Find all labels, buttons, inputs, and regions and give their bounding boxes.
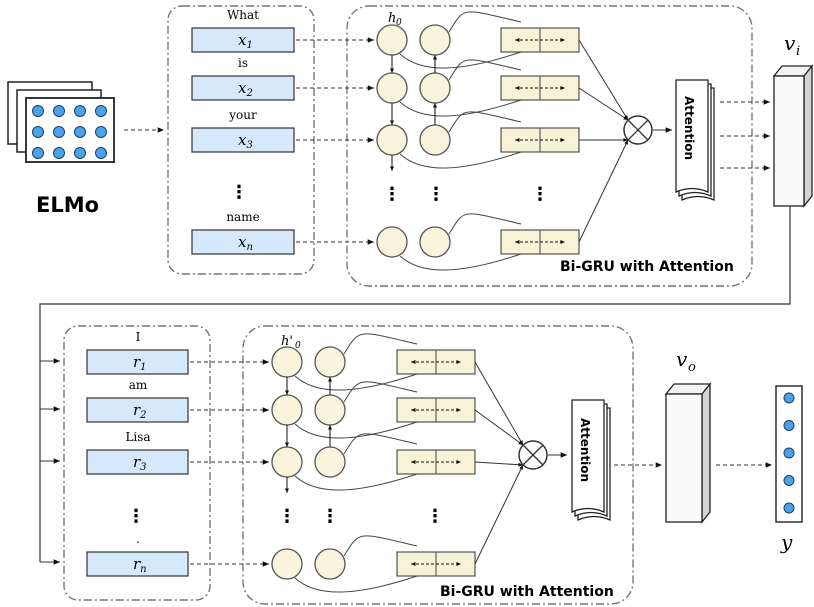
question-attention-label: Attention — [682, 96, 696, 160]
prediction-vector — [775, 385, 803, 523]
prediction-dot — [783, 420, 795, 431]
svg-text:⋮: ⋮ — [427, 184, 445, 205]
elmo-dot — [32, 147, 44, 159]
elmo-dot — [74, 126, 86, 138]
prediction-dot — [783, 475, 795, 486]
answer-attention-label: Attention — [578, 418, 592, 482]
question-attention-combine-icon — [623, 115, 653, 145]
answer-token-box — [86, 551, 189, 577]
question-word: What — [227, 8, 259, 22]
svg-text:⋮: ⋮ — [426, 506, 444, 527]
svg-text:v: v — [676, 347, 688, 371]
question-backward-cell — [419, 72, 451, 104]
question-backward-cell — [419, 226, 451, 258]
question-token-box — [191, 75, 295, 101]
answer-token-label: r1 — [133, 353, 147, 373]
elmo-dot — [74, 147, 86, 159]
question-ellipsis: ⋮ — [230, 182, 248, 203]
svg-text:h: h — [388, 11, 396, 26]
answer-forward-cell — [271, 548, 303, 580]
prediction-dot — [783, 502, 795, 514]
question-word: your — [228, 108, 257, 122]
elmo-icon — [7, 81, 115, 163]
question-backward-cell — [419, 24, 451, 56]
answer-backward-cell — [314, 446, 346, 478]
question-forward-cell — [376, 24, 408, 56]
question-token-label: x3 — [238, 131, 253, 151]
answer-backward-cell — [314, 346, 346, 378]
question-forward-cell — [376, 124, 408, 156]
question-token-label: x2 — [238, 79, 253, 99]
elmo-dot — [32, 126, 44, 138]
answer-forward-cell — [271, 446, 303, 478]
answer-token-label: r3 — [133, 453, 147, 473]
answer-token-label: r2 — [133, 401, 147, 421]
answer-backward-cell — [314, 394, 346, 426]
question-forward-cell — [376, 226, 408, 258]
elmo-dot — [32, 105, 44, 117]
prediction-label: y — [780, 530, 793, 554]
svg-text:v: v — [784, 31, 796, 55]
svg-text:⋮: ⋮ — [278, 506, 296, 527]
question-backward-cell — [419, 124, 451, 156]
answer-forward-cell — [271, 346, 303, 378]
svg-text:i: i — [796, 44, 800, 59]
svg-text:0: 0 — [295, 341, 301, 351]
answer-ellipsis: ⋮ — [127, 506, 145, 527]
answer-forward-cell — [271, 394, 303, 426]
svg-text:o: o — [688, 360, 696, 375]
elmo-dot — [95, 147, 107, 159]
question-token-box — [191, 27, 295, 53]
answer-hidden-label: h'0 — [281, 334, 301, 351]
answer-token-box — [86, 397, 189, 423]
question-forward-cell — [376, 72, 408, 104]
question-token-label: xn — [238, 233, 253, 253]
answer-attention-stack: Attention — [571, 399, 611, 521]
answer-token-label: rn — [133, 555, 147, 575]
answer-vector-block — [664, 382, 712, 524]
elmo-dot — [74, 105, 86, 117]
answer-block-label: Bi-GRU with Attention — [440, 584, 614, 600]
elmo-dot — [53, 126, 65, 138]
elmo-dot — [95, 105, 107, 117]
answer-word: . — [136, 532, 140, 546]
answer-word: Lisa — [125, 430, 150, 444]
answer-word: I — [136, 330, 141, 344]
answer-backward-cell — [314, 548, 346, 580]
svg-text:⋮: ⋮ — [531, 184, 549, 205]
question-attention-stack: Attention — [675, 79, 715, 201]
answer-attention-combine-icon — [518, 440, 548, 470]
answer-word: am — [129, 378, 148, 392]
elmo-label: ELMo — [36, 193, 99, 217]
question-vector-block — [772, 64, 814, 208]
elmo-dot — [95, 126, 107, 138]
elmo-dot — [53, 105, 65, 117]
elmo-dot — [53, 147, 65, 159]
svg-text:0: 0 — [396, 18, 402, 28]
svg-text:⋮: ⋮ — [383, 184, 401, 205]
answer-token-box — [86, 349, 189, 375]
svg-text:⋮: ⋮ — [321, 506, 339, 527]
prediction-dot — [783, 447, 795, 459]
question-word: name — [226, 210, 259, 224]
prediction-dot — [783, 392, 795, 404]
question-token-label: x1 — [238, 31, 253, 51]
question-block-label: Bi-GRU with Attention — [560, 259, 734, 275]
question-token-box — [191, 127, 295, 153]
answer-token-box — [86, 449, 189, 475]
question-word: is — [238, 56, 248, 70]
svg-text:h': h' — [281, 334, 293, 349]
question-token-box — [191, 229, 295, 255]
